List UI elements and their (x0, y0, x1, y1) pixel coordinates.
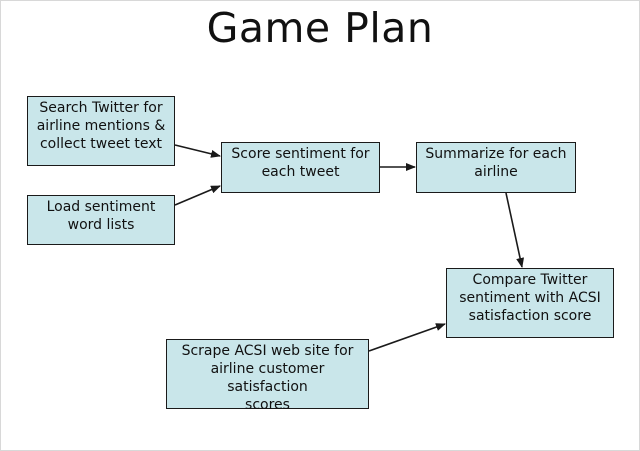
node-summarize-airline: Summarize for each airline (416, 142, 576, 193)
node-score-sentiment: Score sentiment for each tweet (221, 142, 380, 193)
node-compare-acsi: Compare Twitter sentiment with ACSI sati… (446, 268, 614, 338)
node-load-word-lists: Load sentiment word lists (27, 195, 175, 245)
arrow-search-to-score (174, 144, 221, 158)
node-scrape-acsi: Scrape ACSI web site for airline custome… (166, 339, 369, 413)
node-search-twitter: Search Twitter for airline mentions & co… (27, 96, 175, 166)
arrow-load-to-score (174, 185, 221, 206)
arrow-summarize-to-compare (505, 192, 525, 268)
slide-title: Game Plan (206, 4, 434, 52)
arrow-scrape-to-compare (368, 323, 446, 352)
